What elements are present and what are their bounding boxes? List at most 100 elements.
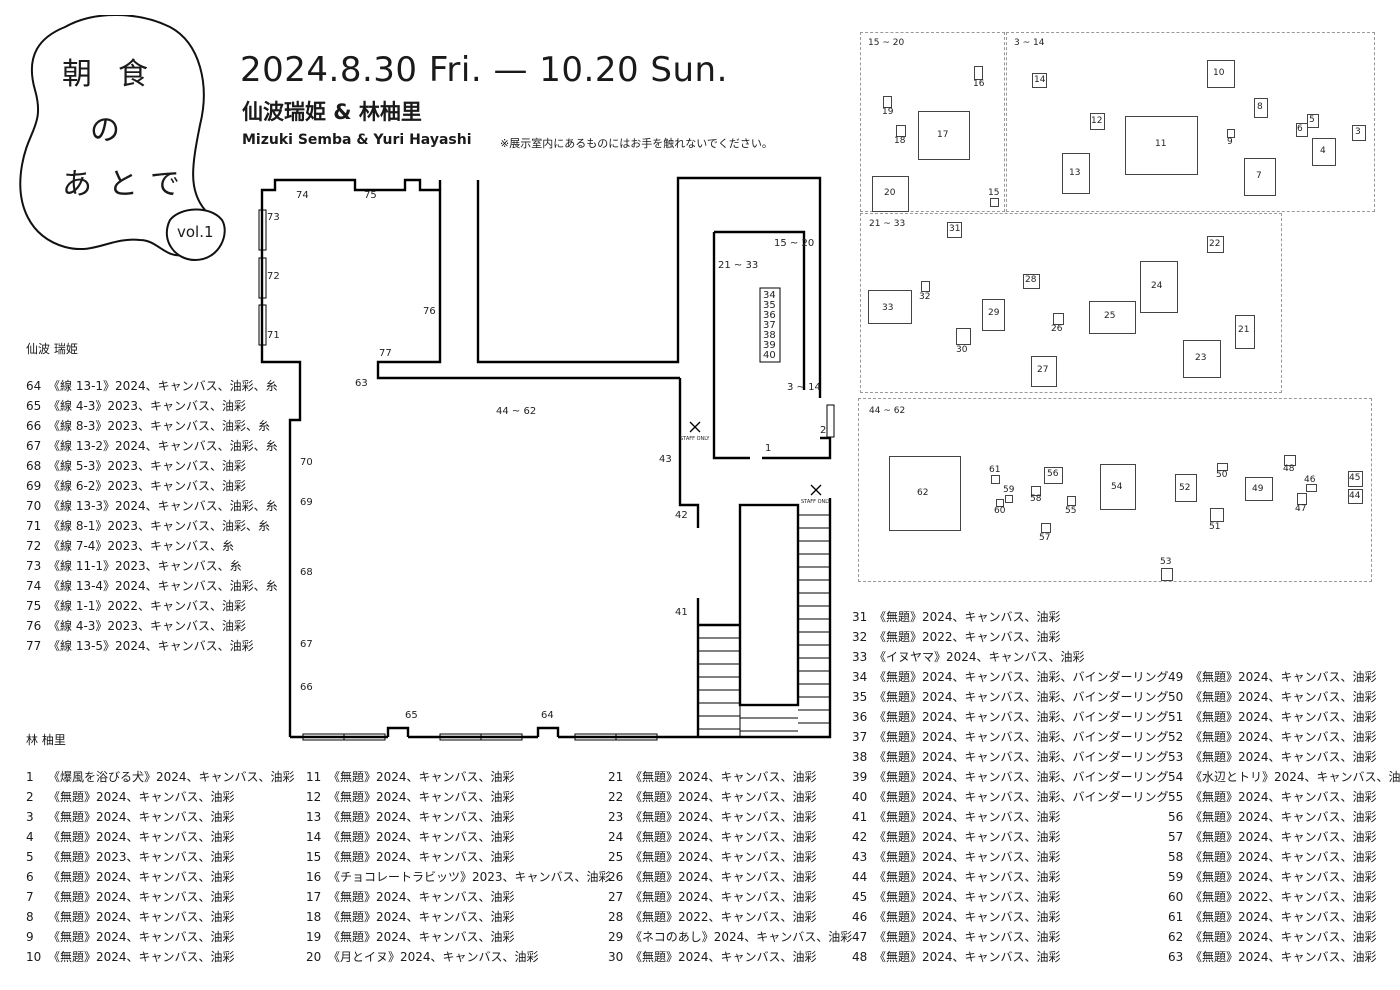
list-item: 5《無題》2023、キャンバス、油彩 [26, 847, 295, 867]
list-item: 51《無題》2024、キャンバス、油彩 [1168, 707, 1400, 727]
list-item: 62《無題》2024、キャンバス、油彩 [1168, 927, 1400, 947]
artwork-5-number: 5 [1309, 115, 1315, 125]
artwork-7 [1244, 158, 1276, 196]
wall-upper-center [476, 176, 822, 398]
work-number: 45 [852, 890, 868, 904]
list-item: 39《無題》2024、キャンバス、油彩、バインダーリング [852, 767, 1169, 787]
label-42: 42 [675, 510, 688, 521]
work-number: 60 [1168, 890, 1184, 904]
work-number: 55 [1168, 790, 1184, 804]
work-title: 《無題》2024、キャンバス、油彩 [630, 790, 817, 804]
artwork-28 [1023, 274, 1040, 289]
logo-char-3: の [90, 113, 120, 148]
work-number: 34 [852, 670, 868, 684]
artwork-48 [1284, 455, 1296, 466]
work-title: 《無題》2024、キャンバス、油彩 [874, 610, 1061, 624]
label-40: 40 [763, 350, 776, 361]
work-number: 64 [26, 379, 42, 393]
list-item: 61《無題》2024、キャンバス、油彩 [1168, 907, 1400, 927]
artwork-27-number: 27 [1037, 365, 1049, 375]
work-number: 47 [852, 930, 868, 944]
artwork-17-number: 17 [937, 130, 949, 140]
artists-japanese: 仙波瑞姫 & 林柚里 [242, 100, 422, 124]
work-number: 74 [26, 579, 42, 593]
work-title: 《無題》2024、キャンバス、油彩 [1190, 930, 1377, 944]
list-item: 4《無題》2024、キャンバス、油彩 [26, 827, 295, 847]
work-title: 《無題》2022、キャンバス、油彩 [874, 630, 1061, 644]
panel-44-62-title: 44 ~ 62 [869, 406, 906, 416]
work-title: 《無題》2022、キャンバス、油彩 [1190, 890, 1377, 904]
list-item: 14《無題》2024、キャンバス、油彩 [306, 827, 611, 847]
label-44-62: 44 ~ 62 [496, 406, 536, 417]
work-title: 《無題》2024、キャンバス、油彩 [48, 830, 235, 844]
list-item: 42《無題》2024、キャンバス、油彩 [852, 827, 1169, 847]
artwork-61 [991, 475, 1000, 484]
list-item: 22《無題》2024、キャンバス、油彩 [608, 787, 852, 807]
label-76: 76 [423, 306, 436, 317]
list-item: 77《線 13-5》2024、キャンバス、油彩 [26, 636, 278, 656]
list-item: 53《無題》2024、キャンバス、油彩 [1168, 747, 1400, 767]
work-title: 《無題》2024、キャンバス、油彩 [1190, 710, 1377, 724]
work-title: 《無題》2024、キャンバス、油彩 [1190, 950, 1377, 964]
artwork-62-number: 62 [917, 488, 929, 498]
work-title: 《無題》2024、キャンバス、油彩 [874, 810, 1061, 824]
artwork-48-number: 48 [1283, 464, 1295, 474]
list-item: 7《無題》2024、キャンバス、油彩 [26, 887, 295, 907]
label-67: 67 [300, 639, 313, 650]
list-item: 6《無題》2024、キャンバス、油彩 [26, 867, 295, 887]
label-71: 71 [267, 330, 280, 341]
work-number: 32 [852, 630, 868, 644]
label-65: 65 [405, 710, 418, 721]
artwork-50-number: 50 [1216, 470, 1228, 480]
list-item: 48《無題》2024、キャンバス、油彩 [852, 947, 1169, 967]
list-item: 57《無題》2024、キャンバス、油彩 [1168, 827, 1400, 847]
panel-15-20-title: 15 ~ 20 [868, 38, 905, 48]
artwork-23-number: 23 [1195, 353, 1207, 363]
list-item: 64《線 13-1》2024、キャンバス、油彩、糸 [26, 376, 278, 396]
work-title: 《無題》2024、キャンバス、油彩、バインダーリング [874, 750, 1169, 764]
work-title: 《ネコのあし》2024、キャンバス、油彩 [630, 930, 853, 944]
list-item: 8《無題》2024、キャンバス、油彩 [26, 907, 295, 927]
artwork-57 [1041, 523, 1051, 533]
work-number: 24 [608, 830, 624, 844]
wall-corridor-right [762, 436, 832, 460]
work-number: 46 [852, 910, 868, 924]
artwork-29-number: 29 [988, 308, 1000, 318]
artwork-29 [982, 299, 1005, 331]
wall-lower-middle [678, 378, 700, 528]
list-item: 36《無題》2024、キャンバス、油彩、バインダーリング [852, 707, 1169, 727]
artwork-62 [889, 456, 961, 531]
semba-heading: 仙波 瑞姫 [26, 342, 78, 356]
work-number: 21 [608, 770, 624, 784]
work-title: 《線 1-1》2022、キャンバス、油彩 [48, 599, 246, 613]
work-number: 15 [306, 850, 322, 864]
hayashi-heading: 林 柚里 [26, 733, 66, 747]
wall-bottom-notch [386, 726, 560, 737]
artwork-47 [1297, 493, 1307, 505]
work-number: 11 [306, 770, 322, 784]
work-title: 《無題》2024、キャンバス、油彩 [328, 890, 515, 904]
label-68: 68 [300, 567, 313, 578]
list-item: 29《ネコのあし》2024、キャンバス、油彩 [608, 927, 852, 947]
work-title: 《線 5-3》2023、キャンバス、油彩 [48, 459, 246, 473]
artwork-60 [996, 499, 1004, 507]
artwork-44 [1348, 489, 1363, 504]
work-number: 27 [608, 890, 624, 904]
work-number: 26 [608, 870, 624, 884]
artwork-33 [868, 290, 912, 324]
artwork-9-number: 9 [1227, 137, 1233, 147]
list-item: 24《無題》2024、キャンバス、油彩 [608, 827, 852, 847]
artwork-22-number: 22 [1209, 239, 1221, 249]
list-item: 58《無題》2024、キャンバス、油彩 [1168, 847, 1400, 867]
work-title: 《線 4-3》2023、キャンバス、油彩 [48, 619, 246, 633]
work-title: 《線 13-4》2024、キャンバス、油彩、糸 [48, 579, 278, 593]
work-title: 《線 7-4》2023、キャンバス、糸 [48, 539, 234, 553]
artwork-53 [1161, 568, 1173, 581]
artwork-15 [990, 198, 999, 207]
label-1: 1 [765, 443, 771, 454]
work-number: 38 [852, 750, 868, 764]
work-number: 14 [306, 830, 322, 844]
work-number: 13 [306, 810, 322, 824]
